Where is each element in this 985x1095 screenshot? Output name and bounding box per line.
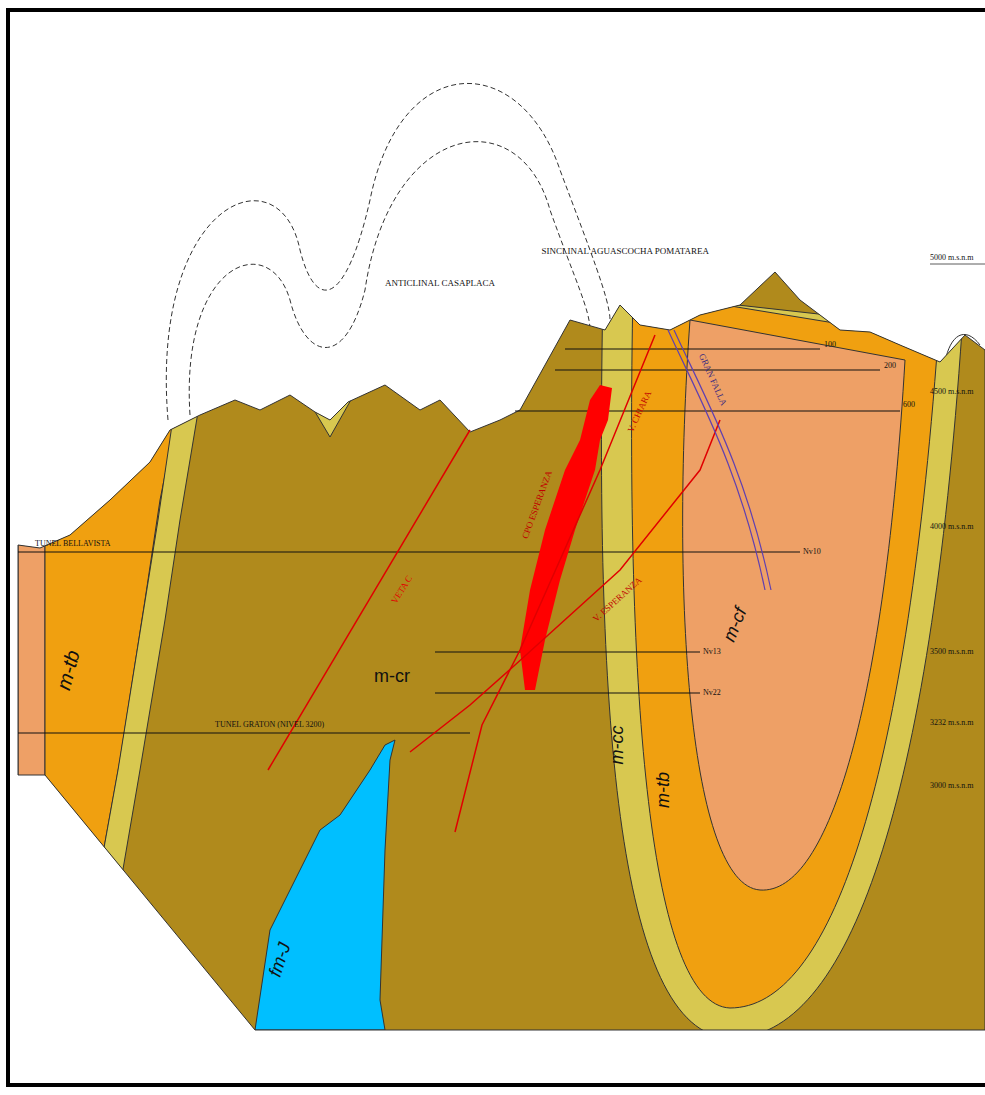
level-label: 100 [824,341,836,350]
m-cc-unit [601,290,962,1038]
structure-title: SINCLINAL AGUASCOCHA POMATAREA [542,247,709,257]
unit-label: fm-J [265,940,295,979]
vein [410,420,720,752]
fault [674,330,771,590]
ground-outline [18,272,985,1030]
level-label: Nv22 [703,689,721,698]
elevation-label: 3232 m.s.n.m [930,719,974,728]
level-label: Nv10 [803,548,821,557]
tunnel-line [18,551,800,552]
vein [268,430,470,770]
fault [668,330,765,590]
tunnel-label: TUNEL GRATON (NIVEL 3200) [215,721,324,730]
level-line [435,692,700,693]
unit-label: m-tb [52,648,84,692]
elevation-label: 4000 m.s.n.m [930,523,974,532]
elevation-label: 3000 m.s.n.m [930,782,974,791]
m-tb-unit [632,290,938,1008]
level-label: 600 [903,401,915,410]
tunnel-label: TUNEL BELLAVISTA [35,540,111,549]
unit-label: m-cc [607,725,627,764]
vein-label: VETA C [390,574,415,606]
m-cc-unit [100,400,200,875]
ore-body [520,385,612,690]
structure-title: ANTICLINAL CASAPLACA [385,279,495,289]
level-label: Nv13 [703,648,721,657]
level-line [555,369,880,370]
unit-label: m-tb [654,772,674,808]
m-cf-unit [683,320,905,890]
m-cr-unit [0,250,985,1050]
tunnel-line [18,732,470,733]
elevation-label: 4500 m.s.n.m [930,388,974,397]
eroded-fold [189,142,590,415]
orebody-label: CPO ESPERANZA [521,470,555,541]
vein [455,335,655,832]
level-line [435,651,700,652]
level-line [565,348,820,349]
elevation-tick [930,264,985,265]
m-cc-unit [308,398,352,437]
vein-label: V. CHIARA [626,390,654,434]
vein-label: V. ESPERANZA [592,576,645,625]
unit-label: m-cr [374,667,410,687]
level-line [515,410,900,411]
elevation-label: 5000 m.s.n.m [930,254,974,263]
unit-label: m-cf [719,605,750,645]
m-cf-unit [18,520,45,790]
elevation-label: 3500 m.s.n.m [930,648,974,657]
fm-j-intrusive [255,740,395,1030]
level-label: 200 [884,362,896,371]
fault-label: GRAN FALLA [696,352,728,407]
